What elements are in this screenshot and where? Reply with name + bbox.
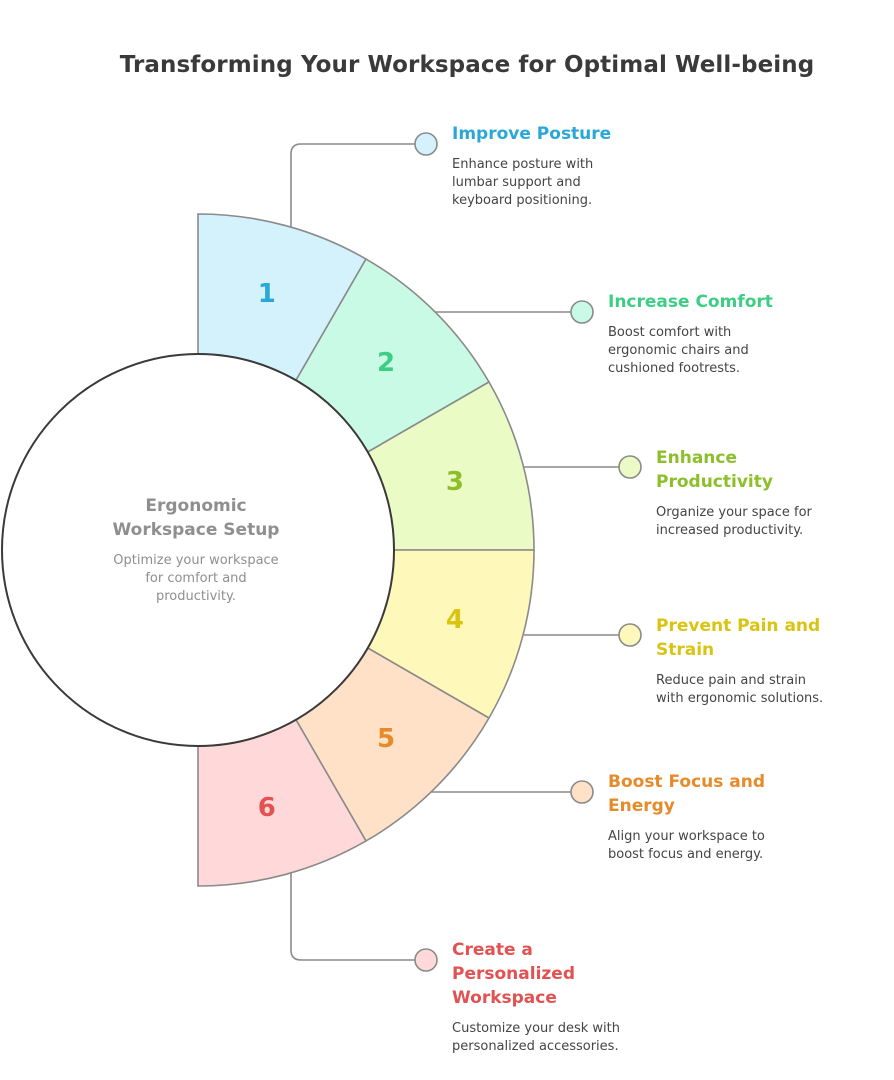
connector-dot-3	[618, 455, 642, 479]
center-content: Ergonomic Workspace Setup Optimize your …	[96, 494, 296, 606]
step-description: Customize your desk with personalized ac…	[452, 1021, 620, 1054]
step-title: Prevent Pain and Strain	[656, 616, 821, 660]
step-title: Create a Personalized Workspace	[452, 940, 575, 1008]
sector-number-4: 4	[446, 605, 464, 635]
connector-dot-5	[570, 780, 594, 804]
step-title: Boost Focus and Energy	[608, 772, 766, 816]
sector-number-2: 2	[377, 348, 395, 378]
connector-group	[290, 132, 642, 972]
step-label-4: Prevent Pain and Strain Reduce pain and …	[656, 614, 894, 708]
connector-line-6	[290, 872, 415, 961]
sector-group	[197, 213, 535, 887]
center-description: Optimize your workspace for comfort and …	[113, 553, 279, 604]
step-description: Reduce pain and strain with ergonomic so…	[656, 673, 824, 706]
step-label-2: Increase Comfort Boost comfort with ergo…	[608, 290, 858, 378]
step-label-5: Boost Focus and Energy Align your worksp…	[608, 770, 858, 864]
step-description: Enhance posture with lumbar support and …	[452, 157, 594, 208]
connector-dot-1	[414, 132, 438, 156]
step-label-3: Enhance Productivity Organize your space…	[656, 446, 894, 540]
step-title: Increase Comfort	[608, 292, 773, 312]
step-label-1: Improve Posture Enhance posture with lum…	[452, 122, 702, 210]
number-group: 1 2 3 4 5 6	[258, 279, 464, 823]
step-description: Boost comfort with ergonomic chairs and …	[608, 325, 749, 376]
connector-dot-4	[618, 623, 642, 647]
connector-dot-2	[570, 300, 594, 324]
connector-dot-6	[414, 948, 438, 972]
connector-line-1	[290, 143, 415, 230]
step-description: Organize your space for increased produc…	[656, 505, 812, 538]
step-title: Improve Posture	[452, 124, 612, 144]
step-title: Enhance Productivity	[656, 448, 773, 492]
step-description: Align your workspace to boost focus and …	[608, 829, 765, 862]
page-title: Transforming Your Workspace for Optimal …	[119, 52, 815, 78]
sector-number-1: 1	[258, 279, 276, 309]
step-label-6: Create a Personalized Workspace Customiz…	[452, 938, 702, 1056]
sector-number-3: 3	[446, 467, 464, 497]
sector-number-5: 5	[377, 724, 395, 754]
center-title: Ergonomic Workspace Setup	[112, 496, 280, 540]
sector-number-6: 6	[258, 793, 276, 823]
center-circle	[1, 353, 395, 747]
